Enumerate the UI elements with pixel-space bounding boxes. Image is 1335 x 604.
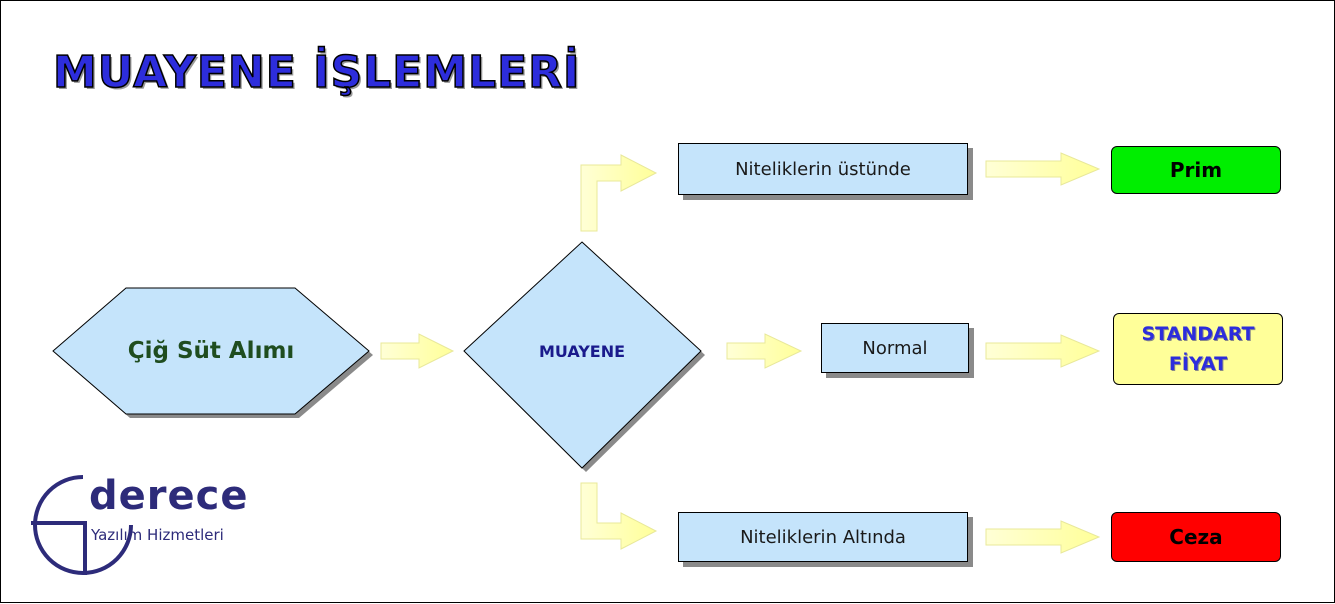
result-standart-label: STANDART FİYAT <box>1141 323 1255 375</box>
result-standart-box: STANDART FİYAT <box>1113 313 1283 385</box>
decision-node-label: MUAYENE <box>538 341 626 361</box>
arrow-start-to-decision <box>380 333 455 369</box>
condition-below-label: Niteliklerin Altında <box>740 526 906 548</box>
condition-below-box: Niteliklerin Altında <box>678 512 968 562</box>
decision-diamond <box>463 241 702 469</box>
condition-normal-label: Normal <box>862 337 928 359</box>
arrow-decision-to-below <box>580 482 658 550</box>
result-ceza-box: Ceza <box>1111 512 1281 562</box>
result-prim-box: Prim <box>1111 146 1281 194</box>
condition-above-box: Niteliklerin üstünde <box>678 143 968 195</box>
start-hexagon <box>52 287 370 415</box>
result-prim-label: Prim <box>1169 158 1223 182</box>
logo-subtitle: Yazılım Hizmetleri <box>91 526 224 544</box>
condition-normal-box: Normal <box>821 323 969 373</box>
condition-above-label: Niteliklerin üstünde <box>735 158 911 180</box>
derece-logo-icon <box>31 475 133 575</box>
arrow-normal-to-standart <box>985 334 1101 368</box>
result-ceza-label: Ceza <box>1169 525 1223 549</box>
start-node-label: Çiğ Süt Alımı <box>127 338 295 364</box>
arrow-above-to-prim <box>985 152 1101 186</box>
arrow-decision-to-above <box>580 154 658 232</box>
slide-title: MUAYENE İŞLEMLERİ <box>52 46 581 99</box>
arrow-below-to-ceza <box>985 520 1101 554</box>
logo-name: derece <box>89 473 249 519</box>
arrow-decision-to-normal <box>726 333 803 369</box>
